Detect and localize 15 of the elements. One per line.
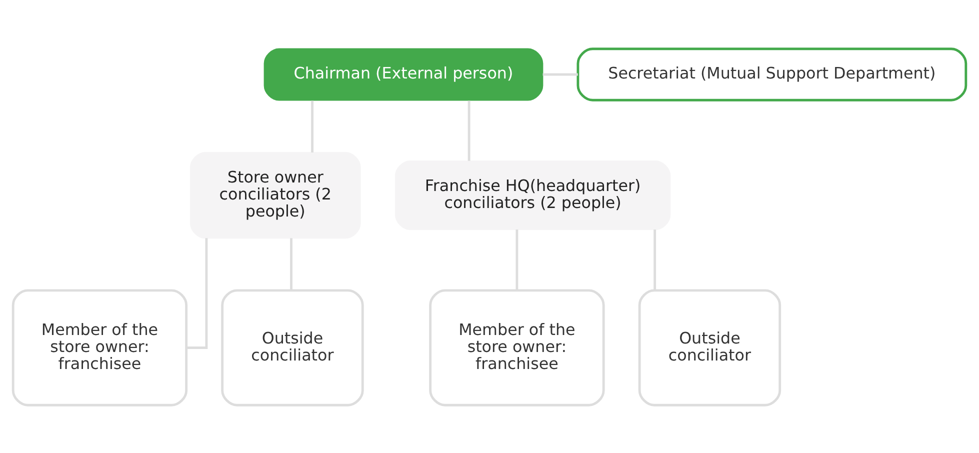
connector xyxy=(542,72,578,76)
connector xyxy=(654,229,656,290)
node-box: Chairman (External person) xyxy=(264,48,544,100)
node-box: Secretariat (Mutual Support Department) xyxy=(576,47,968,101)
node-box: Franchise HQ(headquarter) conciliators (2 people) xyxy=(394,160,671,230)
node-box: Member of the store owner: franchisee xyxy=(429,288,605,406)
connector xyxy=(290,238,292,290)
connector xyxy=(311,100,314,152)
node-box: Member of the store owner: franchisee xyxy=(12,288,188,406)
node-box: Outside conciliator xyxy=(638,288,782,406)
connector xyxy=(186,238,208,348)
node-box: Outside conciliator xyxy=(221,288,364,406)
connector xyxy=(468,100,470,160)
node-box: Store owner conciliators (2 people) xyxy=(190,151,361,238)
connector xyxy=(516,229,518,290)
